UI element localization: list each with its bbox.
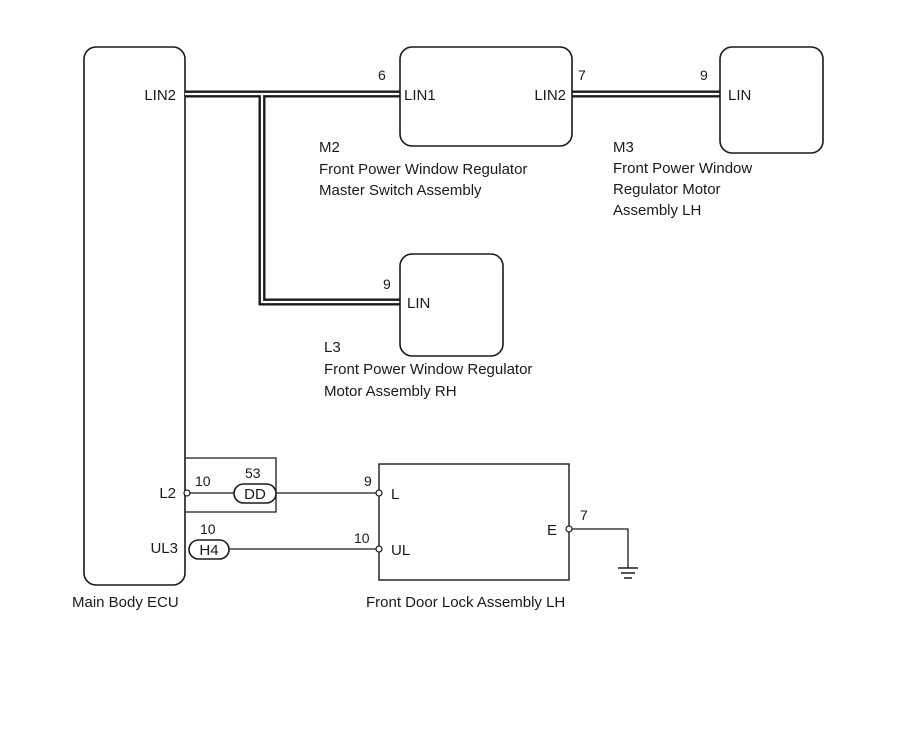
ground-wire	[572, 528, 629, 568]
ecu-terminal-l2	[183, 489, 191, 497]
door-lock-pin-e-label: E	[547, 522, 557, 539]
m3-motor-assembly-lh: LIN 9 M3 Front Power Window Regulator Mo…	[613, 46, 824, 219]
front-door-lock-assembly-lh: L UL E 9 10 7 Front Door Lock Assembly L…	[354, 463, 638, 611]
h4-connector-code: H4	[199, 542, 218, 559]
m2-code: M2	[319, 139, 340, 156]
m2-name-line: Front Power Window Regulator	[319, 161, 527, 178]
m2-pin-lin1-label: LIN1	[404, 87, 436, 104]
ground-icon	[618, 567, 638, 579]
l3-code: L3	[324, 339, 341, 356]
m2-box	[399, 46, 573, 147]
l3-name-line: Front Power Window Regulator	[324, 361, 532, 378]
l3-pin-number-lin: 9	[383, 276, 391, 292]
door-lock-pin-number-ul: 10	[354, 530, 370, 546]
m2-pin-number-lin2: 7	[578, 67, 586, 83]
dd-connector-enclosure	[185, 457, 277, 513]
h4-pin-top: 10	[200, 521, 216, 537]
main-body-ecu-name: Main Body ECU	[72, 594, 179, 611]
l3-name-line: Motor Assembly RH	[324, 383, 457, 400]
main-body-ecu-box	[83, 46, 186, 586]
lin-bus-wiring	[185, 90, 720, 306]
m3-code: M3	[613, 139, 634, 156]
door-lock-terminal-ul	[375, 545, 383, 553]
m3-name-line: Front Power Window	[613, 160, 752, 177]
l3-motor-assembly-rh: LIN 9 L3 Front Power Window Regulator Mo…	[324, 253, 532, 400]
door-lock-terminal-l	[375, 489, 383, 497]
door-lock-pin-number-l: 9	[364, 473, 372, 489]
door-lock-terminal-e	[565, 525, 573, 533]
dd-connector-code: DD	[244, 486, 266, 503]
m3-pin-number-lin: 9	[700, 67, 708, 83]
m2-master-switch-assembly: LIN1 LIN2 6 7 M2 Front Power Window Regu…	[319, 46, 586, 199]
ecu-pin-ul3-label: UL3	[150, 540, 178, 557]
h4-connector	[188, 539, 230, 560]
door-lock-pin-number-e: 7	[580, 507, 588, 523]
door-lock-box	[378, 463, 570, 581]
m2-name-line: Master Switch Assembly	[319, 182, 482, 199]
dd-pin-top: 53	[245, 465, 261, 481]
m3-name-line: Assembly LH	[613, 202, 701, 219]
door-lock-pin-ul-label: UL	[391, 542, 410, 559]
door-lock-pin-l-label: L	[391, 486, 399, 503]
ecu-pin-l2-label: L2	[159, 485, 176, 502]
m3-pin-lin-label: LIN	[728, 87, 751, 104]
m2-pin-number-lin1: 6	[378, 67, 386, 83]
m3-box	[719, 46, 824, 154]
dd-pin-left: 10	[195, 473, 211, 489]
m3-name-line: Regulator Motor	[613, 181, 721, 198]
l3-box	[399, 253, 504, 357]
l3-pin-lin-label: LIN	[407, 295, 430, 312]
door-lock-wiring: DD 10 53 H4 10	[183, 457, 377, 560]
ecu-pin-lin2-label: LIN2	[144, 87, 176, 104]
dd-connector	[233, 483, 277, 504]
main-body-ecu: LIN2 L2 UL3 Main Body ECU	[72, 46, 186, 611]
m2-pin-lin2-label: LIN2	[534, 87, 566, 104]
door-lock-name: Front Door Lock Assembly LH	[366, 594, 565, 611]
